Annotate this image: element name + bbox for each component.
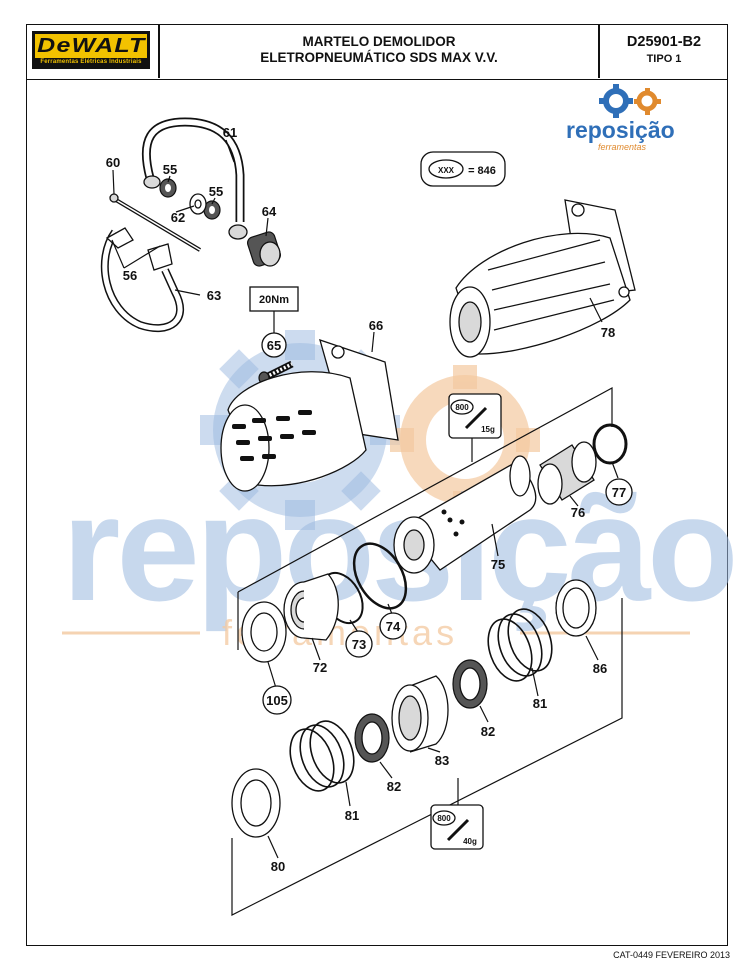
label-part-86: 86 [593,661,607,676]
label-part-65: 65 [267,338,281,353]
part-55-washer [159,178,221,220]
dewalt-logo: DeWALT Ferramentas Elétricas Industriais [32,31,150,69]
label-part-82-b: 82 [387,779,401,794]
label-part-81-b: 81 [345,808,359,823]
label-part-72: 72 [313,660,327,675]
grease-top-amount: 15g [481,425,495,434]
part-63-clamp [100,227,184,333]
label-part-62: 62 [171,210,185,225]
label-part-82-a: 82 [481,724,495,739]
part-105-washer [241,601,287,663]
grease-bottom-code: 800 [437,814,451,823]
label-part-77: 77 [612,485,626,500]
legend-box: XXX = 846 [420,151,506,187]
part-72-bearing [283,573,339,641]
part-77-o-ring [592,423,628,465]
label-part-80: 80 [271,859,285,874]
part-82-ring-lower [354,713,390,763]
part-82-ring-upper [452,659,488,709]
legend-code: XXX [438,166,455,175]
grease-box-bottom: 800 40g [430,804,484,850]
page-title: MARTELO DEMOLIDOR ELETROPNEUMÁTICO SDS M… [160,34,598,66]
part-83-piston [391,675,449,753]
torque-value: 20Nm [259,294,289,306]
part-80-washer [231,768,281,838]
brand-name: DeWALT [36,34,146,57]
drawing-frame [26,24,728,946]
label-part-76: 76 [571,505,585,520]
label-part-75: 75 [491,557,505,572]
logo-brand: reposição [566,117,675,143]
part-61-handle [141,117,248,240]
label-part-74: 74 [386,619,401,634]
footer-catalog: CAT-0449 FEVEREIRO 2013 [613,950,730,960]
label-part-55-b: 55 [209,184,223,199]
logo-gear-blue-icon [599,84,633,118]
part-66-housing [220,338,399,492]
label-part-63: 63 [207,288,221,303]
logo-sub: ferramentas [598,142,647,152]
label-part-55-a: 55 [163,162,177,177]
title-line-1: MARTELO DEMOLIDOR [302,34,456,49]
grease-bottom-amount: 40g [463,837,477,846]
reposicao-logo: reposição ferramentas [566,84,675,152]
part-78-cylinder-housing [449,199,636,358]
part-76-sleeve [537,441,597,505]
part-60-bolt [109,193,202,252]
label-part-61: 61 [223,125,237,140]
title-line-2: ELETROPNEUMÁTICO SDS MAX V.V. [260,50,498,65]
label-part-81-a: 81 [533,696,547,711]
brand-subtitle: Ferramentas Elétricas Industriais [40,59,142,65]
label-part-78: 78 [601,325,615,340]
label-part-83: 83 [435,753,449,768]
header: DeWALT Ferramentas Elétricas Industriais… [26,24,728,80]
part-81-spring-upper [487,608,553,682]
grease-box-top: 800 15g [448,393,502,439]
torque-box: 20Nm [249,286,299,334]
model-block: D25901-B2 TIPO 1 [600,34,728,67]
model-number: D25901-B2 [626,34,702,50]
part-64-knob [247,231,281,267]
model-type: TIPO 1 [646,53,682,65]
label-part-73: 73 [352,637,366,652]
part-62-spacer [189,193,207,215]
part-75-cylinder [393,455,537,574]
part-81-spring-lower [289,720,355,792]
leader-lines [111,139,619,859]
label-part-66: 66 [369,318,383,333]
label-part-105: 105 [266,693,288,708]
logo-gear-orange-icon [634,88,661,115]
label-part-60: 60 [106,155,120,170]
label-part-56: 56 [123,268,137,283]
label-part-64: 64 [262,204,277,219]
grease-top-code: 800 [455,403,469,412]
part-74-o-ring [352,542,408,610]
part-86-ring [555,579,597,637]
legend-value: = 846 [468,165,496,177]
